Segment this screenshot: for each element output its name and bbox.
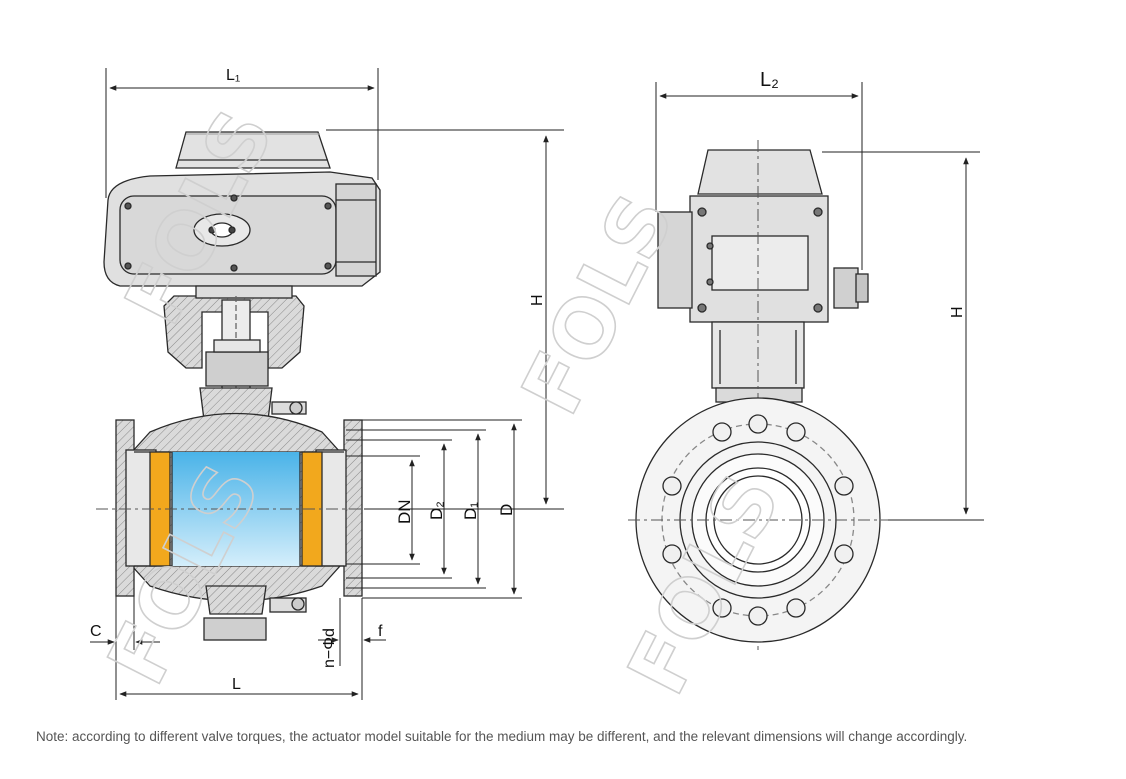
valve-neck: [199, 387, 307, 421]
side-actuator-body: [657, 195, 869, 323]
label-h-left: H: [529, 294, 546, 306]
bolt-holes: [662, 414, 854, 626]
side-view-dimensions: [655, 82, 984, 521]
label-f: f: [378, 623, 383, 640]
label-dn: DN: [395, 499, 414, 524]
actuator-top-cover: [175, 131, 331, 169]
label-d: D: [497, 504, 516, 516]
label-d1: D₁: [461, 502, 480, 520]
side-actuator-cover: [697, 149, 823, 195]
fols-watermark-icon: FOLS FOLS FOLS FOLS: [89, 96, 798, 709]
label-l: L: [232, 676, 241, 693]
label-n-phi-d: n−Φd: [321, 628, 338, 668]
note-text: Note: according to different valve torqu…: [36, 729, 968, 744]
label-h-right: H: [949, 306, 966, 318]
label-l1: L₁: [226, 67, 240, 84]
label-d2: D₂: [427, 501, 446, 520]
mounting-bracket: [163, 285, 305, 430]
bottom-trunnion: [203, 585, 307, 641]
front-view: [96, 131, 412, 641]
side-view: [628, 140, 888, 650]
label-l2: L₂: [760, 69, 779, 91]
actuator-body: [103, 171, 381, 287]
side-flange: [635, 397, 881, 643]
label-c: C: [90, 623, 102, 640]
front-view-dimensions: [90, 68, 564, 700]
